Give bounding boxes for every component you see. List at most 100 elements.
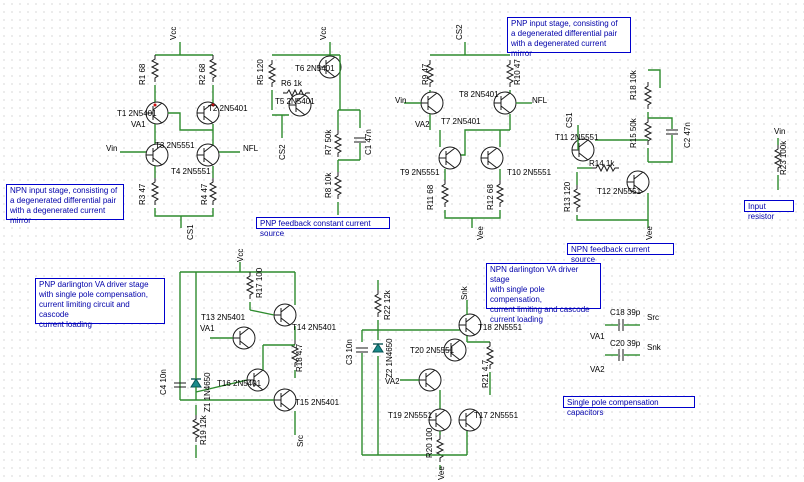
pnp-input-stage <box>404 42 532 228</box>
note-npn-darlington: NPN darlington VA driver stage with sing… <box>486 263 601 324</box>
svg-text:R15 50k: R15 50k <box>629 117 638 148</box>
svg-text:T5 2N5401: T5 2N5401 <box>275 97 315 106</box>
svg-text:T20 2N5551: T20 2N5551 <box>410 346 455 355</box>
svg-text:C20 39p: C20 39p <box>610 339 641 348</box>
note-npn-input-stage: NPN input stage, consisting of a degener… <box>6 184 124 225</box>
svg-text:VA1: VA1 <box>200 324 215 333</box>
svg-text:CS1: CS1 <box>186 224 195 240</box>
svg-text:VA1: VA1 <box>131 120 146 129</box>
svg-text:R7 50k: R7 50k <box>324 129 333 155</box>
svg-text:Vcc: Vcc <box>236 249 245 262</box>
svg-text:R4 47: R4 47 <box>200 183 209 205</box>
svg-text:Vee: Vee <box>476 226 485 240</box>
svg-text:T8 2N5401: T8 2N5401 <box>459 90 499 99</box>
svg-text:Vcc: Vcc <box>319 27 328 40</box>
svg-text:R20 100: R20 100 <box>425 427 434 458</box>
npn-input-stage <box>120 42 240 228</box>
svg-text:R1 68: R1 68 <box>138 63 147 85</box>
svg-text:T1 2N5401: T1 2N5401 <box>117 109 157 118</box>
svg-text:R13 120: R13 120 <box>563 181 572 212</box>
note-pnp-darlington: PNP darlington VA driver stage with sing… <box>35 278 165 329</box>
compensation-capacitors <box>605 318 640 362</box>
svg-text:T15 2N5401: T15 2N5401 <box>295 398 340 407</box>
svg-text:T7 2N5401: T7 2N5401 <box>441 117 481 126</box>
input-resistor <box>774 138 782 190</box>
labels-block-6: Vcc R17 100 T13 2N5401 T14 2N5401 VA1 R1… <box>159 249 340 447</box>
svg-text:CS2: CS2 <box>278 144 287 160</box>
svg-text:R17 100: R17 100 <box>255 267 264 298</box>
svg-text:T2 2N5401: T2 2N5401 <box>208 104 248 113</box>
svg-text:R19 12k: R19 12k <box>199 414 208 445</box>
svg-text:VA2: VA2 <box>590 365 605 374</box>
labels-block-2: Vcc R5 120 T6 2N5401 R6 1k T5 2N5401 CS2… <box>256 27 373 198</box>
note-pnp-feedback-source: PNP feedback constant current source <box>256 217 390 238</box>
svg-text:Z2 1N4650: Z2 1N4650 <box>385 338 394 378</box>
svg-text:R9 47: R9 47 <box>421 63 430 85</box>
svg-text:T10 2N5551: T10 2N5551 <box>507 168 552 177</box>
svg-text:T13 2N5401: T13 2N5401 <box>201 313 246 322</box>
npn-darlington-driver <box>355 280 494 470</box>
svg-text:R23 100k: R23 100k <box>779 140 788 175</box>
svg-text:Vin: Vin <box>106 144 117 153</box>
labels-block-3: CS2 R9 47 R10 47 T8 2N5401 Vin VA2 T7 2N… <box>395 24 552 240</box>
svg-text:R11 68: R11 68 <box>426 184 435 210</box>
pnp-darlington-driver <box>173 262 299 458</box>
svg-text:Vcc: Vcc <box>169 27 178 40</box>
svg-text:Vin: Vin <box>774 127 785 136</box>
svg-text:NFL: NFL <box>243 144 259 153</box>
svg-text:T12 2N5551: T12 2N5551 <box>597 187 642 196</box>
svg-text:T11 2N5551: T11 2N5551 <box>555 133 599 142</box>
labels-block-5: Vin R23 100k <box>774 127 788 175</box>
svg-text:C2 47n: C2 47n <box>683 122 692 148</box>
svg-text:R10 47: R10 47 <box>513 59 522 85</box>
labels-block-8: C18 39p VA1 Src C20 39p Snk VA2 <box>590 308 662 374</box>
svg-text:Vee: Vee <box>437 466 446 480</box>
svg-text:R5 120: R5 120 <box>256 59 265 85</box>
pnp-feedback-source <box>268 42 367 215</box>
svg-text:C3 10n: C3 10n <box>345 339 354 365</box>
svg-text:R14 1k: R14 1k <box>589 159 615 168</box>
svg-text:Snk: Snk <box>647 343 662 352</box>
labels-block-7: Snk T18 2N5551 R22 12k C3 10n Z2 1N4650 … <box>345 285 523 480</box>
svg-text:Vee: Vee <box>645 226 654 240</box>
svg-text:Src: Src <box>647 313 659 322</box>
svg-text:C4 10n: C4 10n <box>159 369 168 395</box>
svg-text:Vin: Vin <box>395 96 406 105</box>
svg-text:NFL: NFL <box>532 96 548 105</box>
svg-text:T17 2N5551: T17 2N5551 <box>474 411 519 420</box>
svg-text:CS2: CS2 <box>455 24 464 40</box>
svg-text:CS1: CS1 <box>565 112 574 128</box>
svg-text:T3 2N5551: T3 2N5551 <box>155 141 195 150</box>
svg-text:R22 12k: R22 12k <box>383 289 392 320</box>
svg-text:C1 47n: C1 47n <box>364 129 373 155</box>
svg-text:VA2: VA2 <box>415 120 430 129</box>
note-npn-feedback-source: NPN feedback current source <box>567 243 674 264</box>
svg-text:R2 68: R2 68 <box>198 63 207 85</box>
svg-text:R6 1k: R6 1k <box>281 79 303 88</box>
svg-text:R21 4.7: R21 4.7 <box>481 359 490 388</box>
svg-text:Snk: Snk <box>460 285 469 300</box>
svg-text:T16 2N5401: T16 2N5401 <box>217 379 262 388</box>
svg-text:T18 2N5551: T18 2N5551 <box>478 323 523 332</box>
svg-text:T9 2N5551: T9 2N5551 <box>400 168 440 177</box>
svg-text:Src: Src <box>296 435 305 447</box>
labels-block-4: R18 10k R15 50k C2 47n T11 2N5551 CS1 R1… <box>555 69 692 240</box>
svg-text:R18 4.7: R18 4.7 <box>295 343 304 372</box>
note-input-resistor: Input resistor <box>744 200 794 221</box>
svg-text:T19 2N5551: T19 2N5551 <box>388 411 433 420</box>
svg-text:R18 10k: R18 10k <box>629 69 638 100</box>
svg-text:R8 10k: R8 10k <box>324 172 333 198</box>
svg-text:VA1: VA1 <box>590 332 605 341</box>
svg-text:T6 2N5401: T6 2N5401 <box>295 64 335 73</box>
labels-block-1: Vcc R1 68 R2 68 T1 2N5401 T2 2N5401 VA1 … <box>106 27 259 240</box>
note-compensation-capacitors: Single pole compensation capacitors <box>563 396 695 417</box>
svg-text:R3 47: R3 47 <box>138 183 147 205</box>
svg-text:T4 2N5551: T4 2N5551 <box>171 167 211 176</box>
note-pnp-input-stage: PNP input stage, consisting of a degener… <box>507 17 631 58</box>
svg-text:C18 39p: C18 39p <box>610 308 641 317</box>
svg-text:T14 2N5401: T14 2N5401 <box>292 323 337 332</box>
svg-text:R12 68: R12 68 <box>486 184 495 210</box>
npn-feedback-source <box>571 69 679 228</box>
